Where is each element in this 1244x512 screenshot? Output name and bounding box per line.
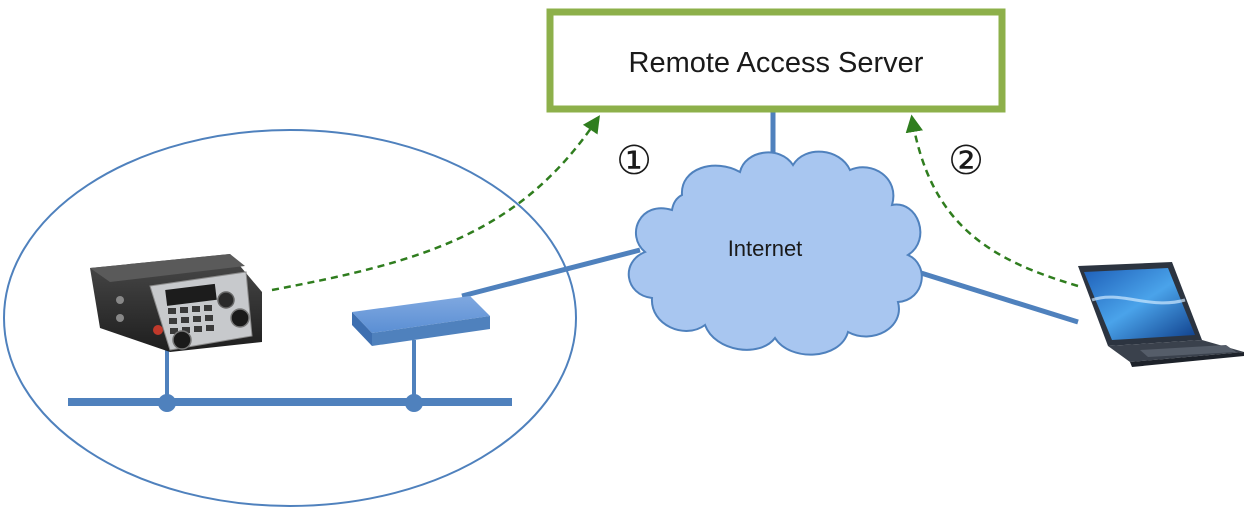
laptop-icon	[1078, 262, 1244, 367]
server-box	[546, 8, 1006, 113]
switch-to-internet-link	[461, 247, 641, 299]
internet-cloud: Internet	[627, 150, 923, 356]
cloud-shape	[627, 150, 923, 356]
remote-access-server: Remote Access Server	[546, 8, 1006, 113]
internet-to-laptop-link	[904, 265, 1079, 325]
network-switch-icon	[352, 296, 490, 346]
cloud-label: Internet	[728, 236, 803, 261]
step-1-label: ①	[616, 139, 652, 183]
recorder-to-server-path	[271, 115, 600, 292]
step-2-label: ②	[948, 139, 984, 183]
laptop-to-server-path	[905, 114, 1079, 288]
lan-boundary	[3, 129, 577, 507]
recorder-node	[158, 394, 176, 412]
server-label: Remote Access Server	[629, 47, 924, 79]
audio-recorder-icon	[90, 254, 262, 352]
switch-node	[405, 394, 423, 412]
